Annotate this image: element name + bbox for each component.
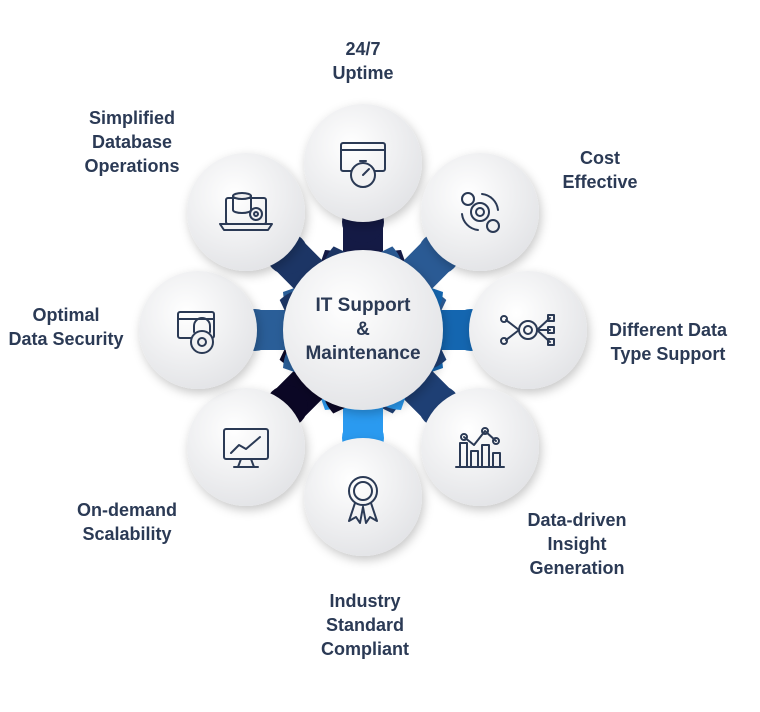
node-database — [187, 153, 305, 271]
node-insight — [421, 388, 539, 506]
monitor-graph-icon — [223, 428, 269, 468]
center-line: IT Support — [315, 295, 411, 316]
label-line: Insight — [547, 534, 607, 554]
label-line: Optimal — [32, 305, 100, 325]
browser-lock-icon — [177, 311, 215, 354]
label-line: Data-driven — [527, 510, 627, 530]
label-line: Uptime — [332, 63, 394, 83]
label-line: Scalability — [82, 524, 172, 544]
stopwatch-browser-icon — [340, 142, 386, 188]
label-line: Different Data — [608, 320, 728, 340]
label-line: 24/7 — [345, 39, 381, 59]
label-line: Cost — [579, 148, 620, 168]
center-title: IT Support & Maintenance — [305, 294, 420, 366]
dollar-gear-cycle-icon — [461, 192, 500, 233]
label-line: Effective — [562, 172, 638, 192]
label-line: Database — [91, 132, 173, 152]
award-ribbon-icon — [348, 476, 378, 524]
label-line: Industry — [329, 591, 401, 611]
center-line: Maintenance — [305, 343, 421, 364]
label-line: Type Support — [610, 344, 726, 364]
center-circle — [283, 250, 443, 410]
label-line: Compliant — [321, 639, 409, 659]
label-line: Standard — [325, 615, 404, 635]
node-uptime — [304, 104, 422, 222]
laptop-database-icon — [219, 192, 273, 231]
node-datatype — [469, 271, 587, 389]
node-security — [139, 271, 257, 389]
label-line: Simplified — [88, 108, 175, 128]
node-compliant — [304, 438, 422, 556]
label-line: Generation — [529, 558, 625, 578]
center-line: & — [356, 319, 370, 340]
gear-network-icon — [500, 314, 555, 346]
label-line: On-demand — [76, 500, 178, 520]
node-scalability — [187, 388, 305, 506]
node-cost — [421, 153, 539, 271]
label-line: Operations — [84, 156, 180, 176]
label-line: Data Security — [8, 329, 124, 349]
bar-chart-icon — [455, 427, 505, 468]
